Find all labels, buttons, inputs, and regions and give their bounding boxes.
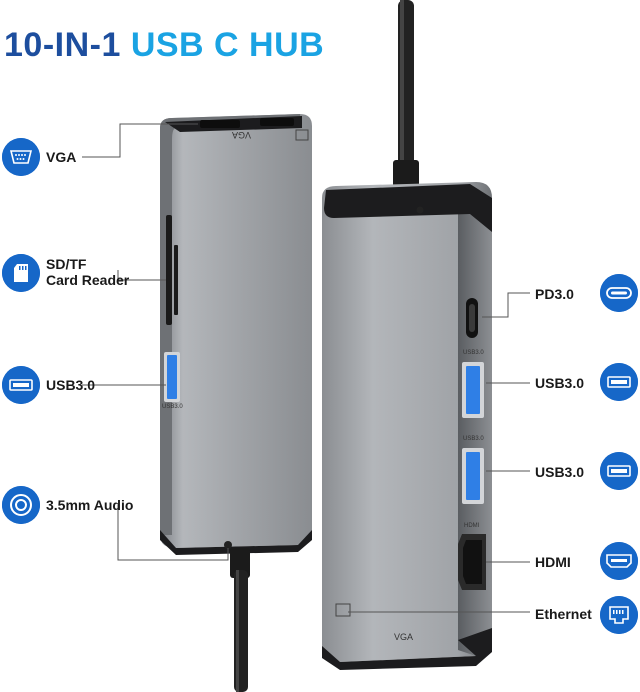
device-usb-right-2: USB3.0 — [463, 436, 484, 442]
audio-icon — [2, 486, 40, 524]
label-hdmi: HDMI — [535, 554, 571, 570]
sd-card-icon — [2, 254, 40, 292]
label-pd: PD3.0 — [535, 286, 574, 302]
device-usb-right-1: USB3.0 — [463, 350, 484, 356]
usb-icon-left — [2, 366, 40, 404]
device-hdmi: HDMI — [464, 523, 480, 529]
label-sd-tf: SD/TF Card Reader — [46, 256, 130, 288]
page-title: 10-IN-1 USB C HUB — [4, 26, 325, 64]
label-ethernet: Ethernet — [535, 606, 592, 622]
device-usb-left: USB3.0 — [162, 404, 183, 410]
label-vga: VGA — [46, 149, 77, 165]
cable-top — [393, 0, 419, 190]
label-audio: 3.5mm Audio — [46, 497, 134, 513]
left-hub — [160, 114, 312, 555]
usb-icon-right-2 — [600, 452, 638, 490]
label-usb-left: USB3.0 — [46, 377, 96, 393]
right-hub — [322, 182, 492, 670]
cable-bottom — [230, 548, 250, 692]
device-vga-bottom: VGA — [394, 632, 414, 642]
leader-lines — [82, 123, 530, 613]
label-usb-right-2: USB3.0 — [535, 464, 585, 480]
ethernet-icon — [600, 596, 638, 634]
hdmi-icon — [600, 542, 638, 580]
label-usb-right-1: USB3.0 — [535, 375, 585, 391]
device-vga-top: VGA — [232, 130, 252, 140]
usb-c-icon — [600, 274, 638, 312]
usb-icon-right-1 — [600, 363, 638, 401]
vga-icon — [2, 138, 40, 176]
